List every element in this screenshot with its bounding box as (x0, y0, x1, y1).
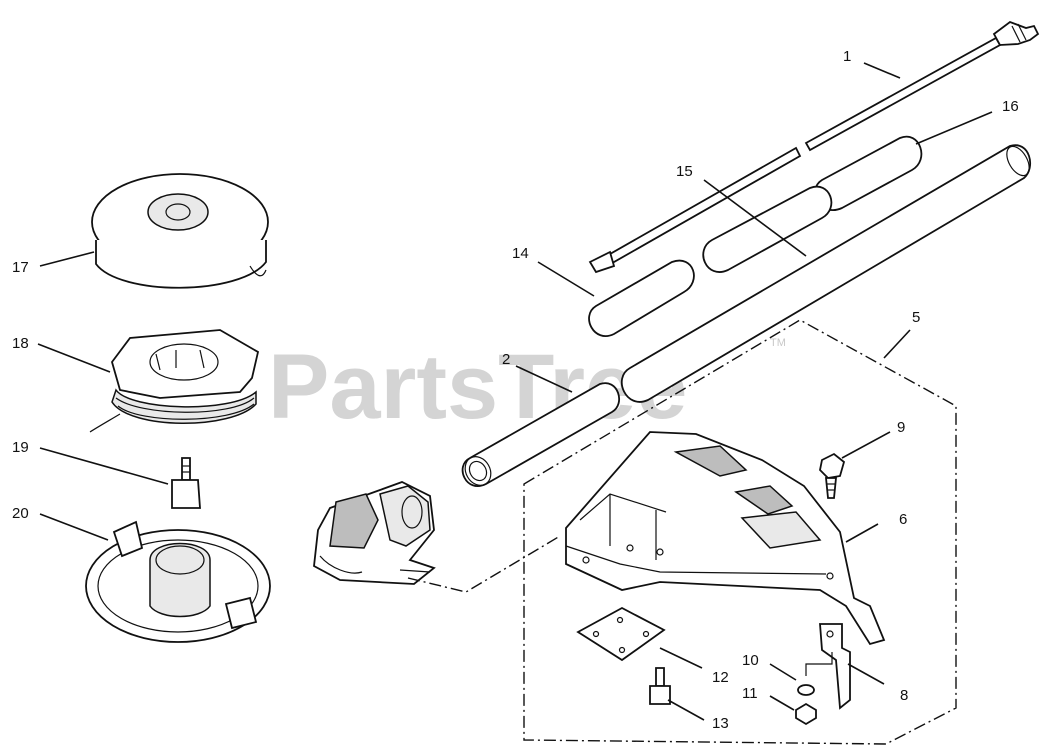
callout-11: 11 (742, 685, 758, 702)
upper-tube (620, 144, 1032, 403)
callout-2: 2 (502, 351, 510, 368)
debris-shield (565, 431, 886, 646)
lower-tube (461, 382, 620, 487)
callout-17: 17 (12, 259, 29, 276)
spool-cover (91, 173, 269, 289)
nut (795, 702, 817, 726)
plate-screw (649, 667, 671, 705)
callout-6: 6 (899, 511, 907, 528)
callout-9: 9 (897, 419, 905, 436)
callout-13: 13 (712, 715, 729, 732)
line-cutter-bracket (819, 623, 851, 710)
callout-8: 8 (900, 687, 908, 704)
gear-head (313, 481, 436, 585)
watermark-trademark: TM (770, 337, 786, 349)
shaft-liner (588, 259, 695, 337)
callout-labels: 1 2 5 6 8 9 10 11 12 13 14 15 16 17 18 1… (12, 48, 1019, 732)
callout-10: 10 (742, 652, 759, 669)
watermark: PartsTree TM (268, 336, 786, 438)
spool-housing (85, 520, 271, 643)
shield-assembly-boundary (407, 319, 957, 745)
callout-18: 18 (12, 335, 29, 352)
shaft-liners (588, 135, 923, 337)
callout-5: 5 (912, 309, 920, 326)
callout-19: 19 (12, 439, 29, 456)
callout-15: 15 (676, 163, 693, 180)
shield-bolt (819, 452, 846, 499)
leader-lines (37, 62, 993, 721)
callout-16: 16 (1002, 98, 1019, 115)
spool-with-line (89, 329, 260, 433)
callout-1: 1 (843, 48, 851, 65)
drive-shaft (588, 20, 1040, 274)
spool-bolt (171, 457, 201, 509)
callout-12: 12 (712, 669, 729, 686)
callout-14: 14 (512, 245, 529, 262)
shield-plate (576, 606, 666, 662)
washer (797, 652, 833, 696)
watermark-text: PartsTree (268, 336, 687, 438)
shaft-liner-middle (702, 185, 833, 273)
callout-20: 20 (12, 505, 29, 522)
